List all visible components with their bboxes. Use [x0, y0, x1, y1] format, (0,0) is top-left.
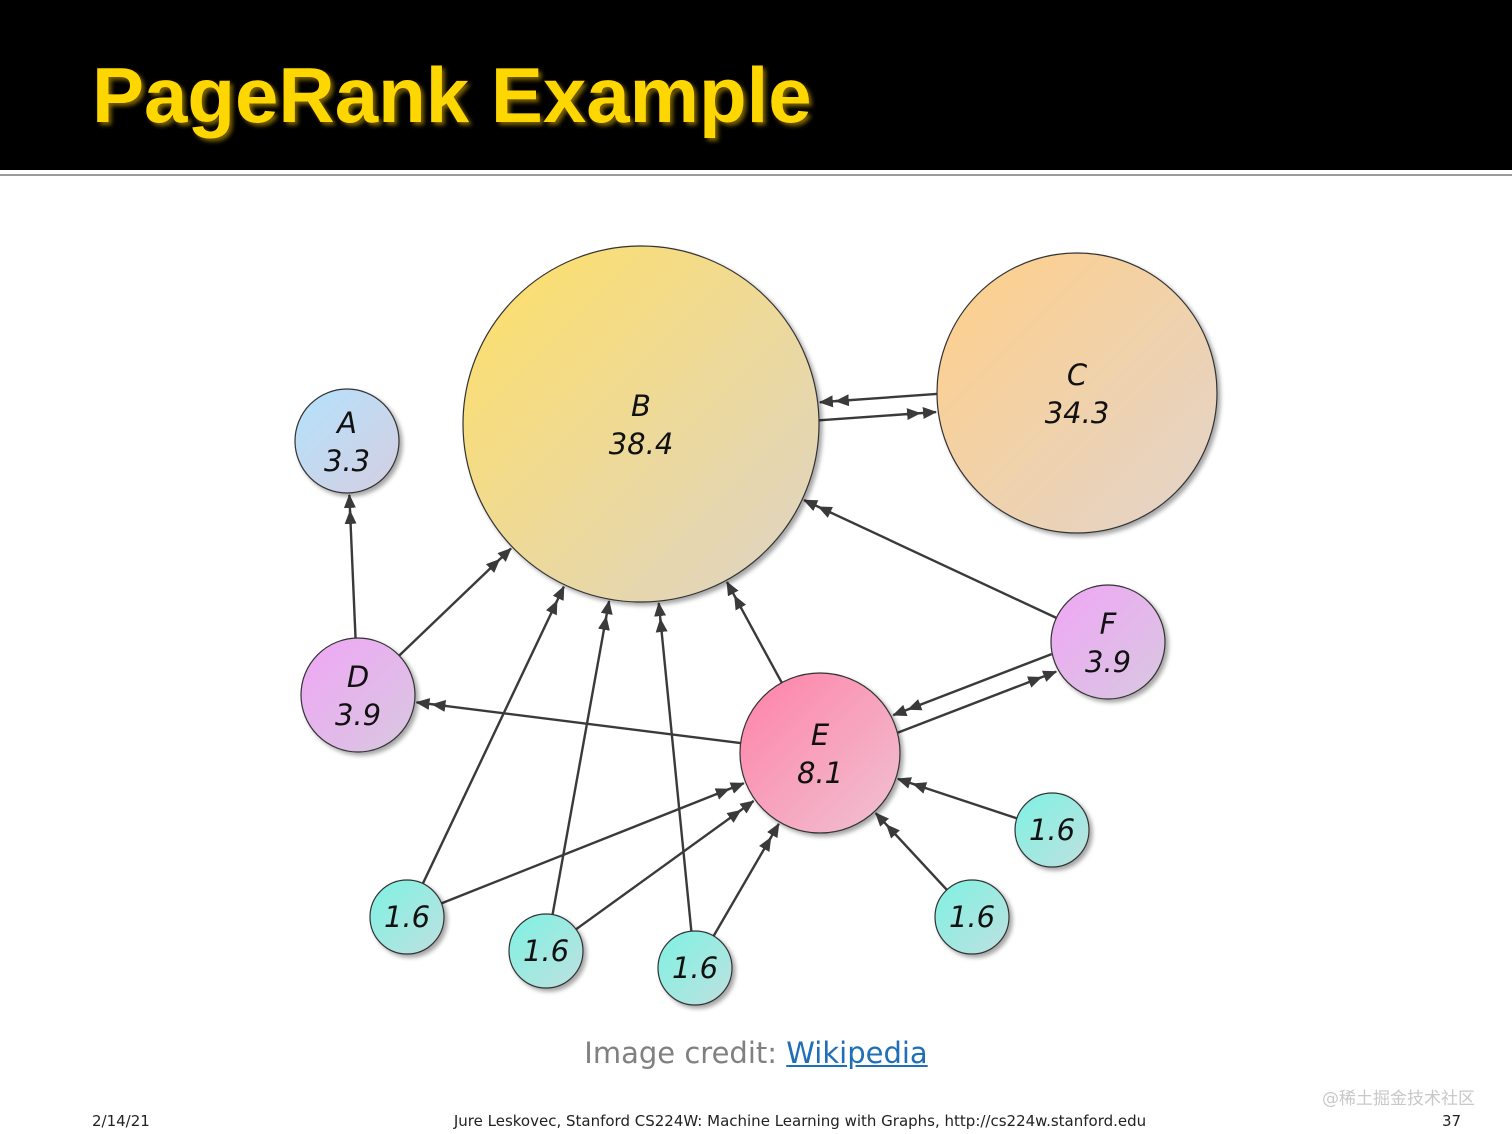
edge-arrowhead-f-to-e	[907, 699, 923, 711]
node-circle-d	[300, 637, 416, 753]
node-value-d: 3.9	[335, 698, 381, 732]
credit-prefix: Image credit:	[584, 1036, 787, 1070]
node-l1: 1.6	[369, 879, 445, 955]
page-number: 37	[1442, 1112, 1462, 1130]
title-bar: PageRank Example	[0, 0, 1512, 170]
node-circle-l1	[369, 879, 445, 955]
edge-arrowhead-d-to-b	[485, 558, 501, 573]
edge-arrowhead-c-to-b	[834, 394, 850, 407]
node-f: F 3.9	[1050, 584, 1166, 700]
edge-arrowhead-l5-to-e	[912, 782, 928, 794]
edge-arrowhead-f-to-b	[817, 505, 833, 518]
node-d: D 3.9	[300, 637, 416, 753]
edges-layer	[343, 392, 1058, 937]
node-name-d: D	[347, 660, 369, 694]
node-name-b: B	[631, 389, 651, 423]
node-value-c: 34.3	[1045, 396, 1110, 430]
node-value-a: 3.3	[324, 444, 370, 478]
node-circle-b	[462, 245, 820, 603]
edge-arrowhead-l3-to-b	[655, 618, 668, 634]
edge-arrowhead-d-to-a	[344, 509, 357, 525]
edge-arrowhead-e-to-f	[1026, 676, 1043, 688]
edge-arrowhead-l2-to-e	[726, 809, 742, 823]
edge-l4-to-e	[874, 812, 948, 891]
node-c: C 34.3	[936, 252, 1218, 534]
node-value-e: 8.1	[797, 756, 843, 790]
node-l2: 1.6	[508, 913, 584, 989]
node-e: E 8.1	[739, 672, 901, 834]
node-value-l1: 1.6	[384, 900, 430, 934]
node-circle-l4	[934, 879, 1010, 955]
node-name-c: C	[1067, 358, 1088, 392]
edge-arrowhead-b-to-c	[905, 408, 922, 421]
node-name-f: F	[1100, 607, 1118, 641]
edge-arrowhead-l2-to-b	[598, 615, 610, 631]
node-circle-l2	[508, 913, 584, 989]
edge-f-to-b	[803, 499, 1057, 619]
node-circle-a	[294, 388, 400, 494]
node-b: B 38.4	[462, 245, 820, 603]
nodes-layer: A 3.3 B 38.4 C 34.3D 3.9E 8.1 F 3.9 1.6 1.6 1.6 1.6 1.…	[294, 245, 1218, 1006]
node-circle-e	[739, 672, 901, 834]
node-l5: 1.6	[1014, 792, 1090, 868]
edge-arrowhead-e-to-d	[431, 700, 447, 712]
image-credit: Image credit: Wikipedia	[0, 1036, 1512, 1070]
edge-l1-to-e	[440, 782, 745, 905]
node-l3: 1.6	[657, 930, 733, 1006]
footer-citation: Jure Leskovec, Stanford CS224W: Machine …	[453, 1112, 1147, 1130]
edge-arrowhead-l4-to-e	[885, 824, 900, 839]
edge-arrowhead-l1-to-e	[714, 788, 730, 800]
node-a: A 3.3	[294, 388, 400, 494]
slide-title: PageRank Example	[92, 51, 812, 139]
edge-arrowhead-l1-to-b	[545, 600, 559, 616]
node-value-f: 3.9	[1085, 645, 1131, 679]
title-divider	[0, 174, 1512, 176]
node-circle-l5	[1014, 792, 1090, 868]
watermark: @稀土掘金技术社区	[1322, 1089, 1475, 1109]
node-value-l3: 1.6	[672, 951, 718, 985]
node-value-l5: 1.6	[1029, 813, 1075, 847]
node-name-e: E	[811, 718, 830, 752]
node-l4: 1.6	[934, 879, 1010, 955]
edge-arrowhead-e-to-b	[733, 595, 747, 611]
node-name-a: A	[335, 406, 357, 440]
node-value-l2: 1.6	[523, 934, 569, 968]
node-value-b: 38.4	[609, 427, 674, 461]
node-circle-c	[936, 252, 1218, 534]
edge-l3-to-b	[654, 602, 693, 932]
wikipedia-link[interactable]: Wikipedia	[786, 1036, 928, 1070]
node-value-l4: 1.6	[949, 900, 995, 934]
edge-l2-to-e	[575, 800, 755, 931]
edge-l2-to-b	[551, 600, 613, 915]
footer-date: 2/14/21	[92, 1112, 150, 1130]
node-circle-l3	[657, 930, 733, 1006]
edge-e-to-d	[415, 698, 741, 745]
edge-l1-to-b	[421, 585, 565, 885]
node-circle-f	[1050, 584, 1166, 700]
edge-arrowhead-l3-to-e	[759, 836, 772, 852]
